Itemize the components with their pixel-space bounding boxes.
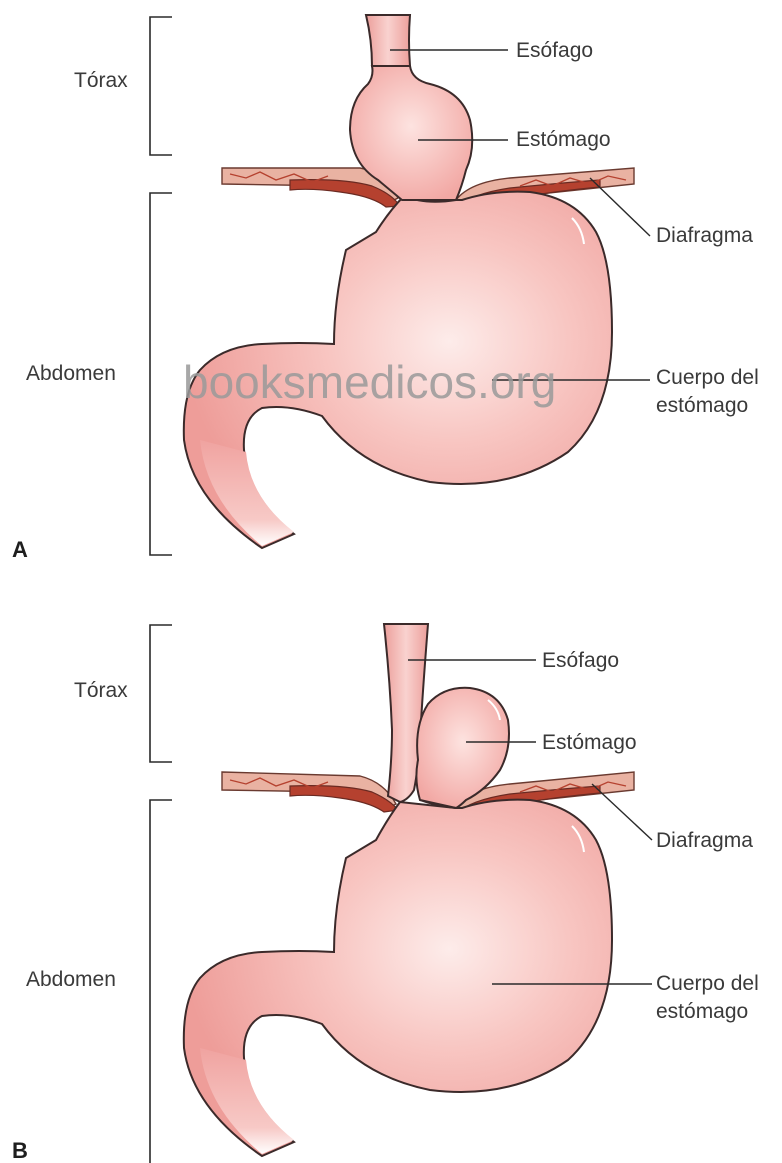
abdomen-label: Abdomen — [26, 968, 116, 991]
panel-letter: A — [12, 537, 28, 562]
panel-b: Tórax Abdomen B Esófago Estóm — [12, 624, 759, 1163]
stomach-upper-label: Estómago — [542, 731, 637, 754]
thorax-label: Tórax — [74, 69, 128, 92]
thorax-label: Tórax — [74, 679, 128, 702]
body-label-line2: estómago — [656, 394, 748, 417]
stomach-upper-label: Estómago — [516, 128, 611, 151]
watermark: booksmedicos.org — [183, 356, 556, 408]
thorax-bracket — [150, 17, 172, 155]
abdomen-bracket — [150, 193, 172, 555]
body-label-line2: estómago — [656, 1000, 748, 1023]
diaphragm-leader — [590, 178, 650, 236]
body-label-line1: Cuerpo del — [656, 366, 759, 389]
diaphragm-label: Diafragma — [656, 224, 753, 247]
diaphragm-label: Diafragma — [656, 829, 753, 852]
esophagus-label: Esófago — [516, 39, 593, 62]
abdomen-bracket — [150, 800, 172, 1163]
esophagus-label: Esófago — [542, 649, 619, 672]
panel-a: Tórax Abdomen A Esófago Estómago — [12, 15, 759, 562]
diaphragm-leader — [592, 784, 652, 840]
esophagus — [366, 15, 410, 66]
panel-letter: B — [12, 1138, 28, 1163]
thorax-bracket — [150, 625, 172, 762]
abdomen-label: Abdomen — [26, 362, 116, 385]
body-label-line1: Cuerpo del — [656, 972, 759, 995]
